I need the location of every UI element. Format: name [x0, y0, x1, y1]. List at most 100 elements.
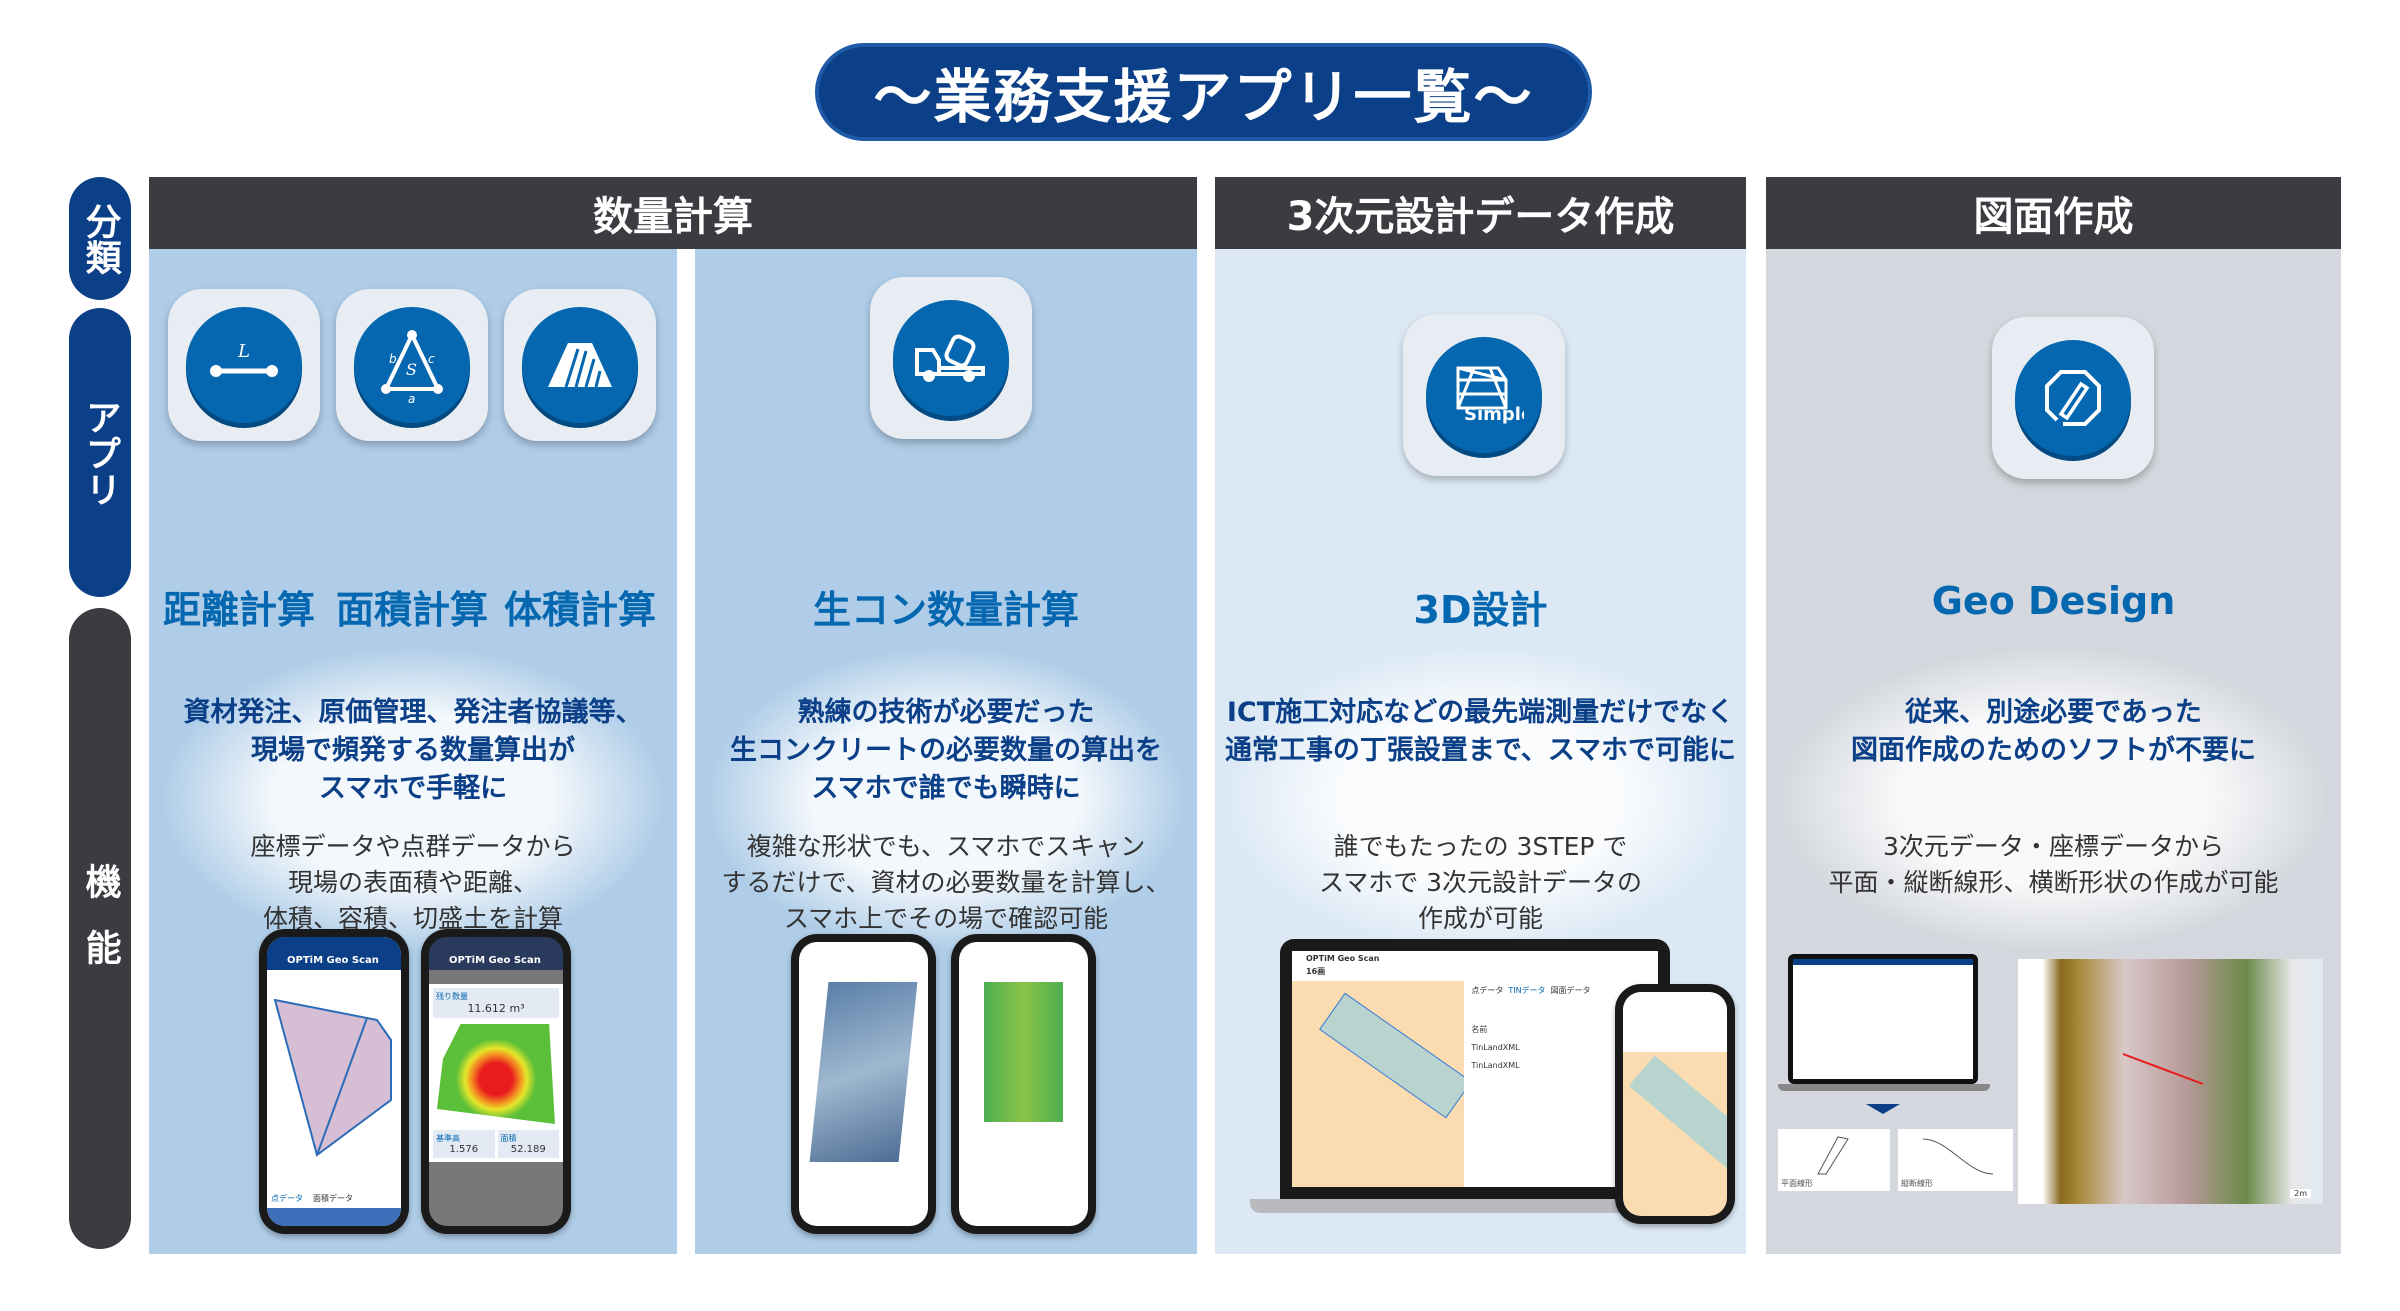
phone-screenshot-area: OPTiM Geo Scan 点データ 面積データ: [259, 929, 409, 1234]
panel-geo-design: Geo Design 従来、別途必要であった図面作成のためのソフトが不要に 3次…: [1766, 249, 2341, 1254]
unit: m³: [509, 1002, 525, 1015]
feature-description: 複雑な形状でも、スマホでスキャンするだけで、資材の必要数量を計算し、スマホ上でそ…: [695, 829, 1197, 937]
laptop-base: [1250, 1199, 1700, 1213]
profile-alignment-image: 縦断線形: [1898, 1129, 2013, 1191]
arrow-down-icon: [1866, 1104, 1900, 1114]
line: スマホで手軽に: [318, 773, 508, 804]
laptop-screenshot: [1788, 954, 1978, 1084]
column-3d-design: 3次元設計データ作成 Simple 3D設計 ICT施工対応などの最先端測量だけ…: [1215, 177, 1746, 1254]
tab[interactable]: 点データ: [1471, 986, 1504, 995]
panel-3d-design: Simple 3D設計 ICT施工対応などの最先端測量だけでなく通常工事の丁張設…: [1215, 249, 1746, 1254]
function-label-text: 機能: [79, 862, 121, 995]
column-header: 図面作成: [1766, 177, 2341, 249]
line: するだけで、資材の必要数量を計算し、: [721, 868, 1171, 897]
line: スマホで 3次元設計データの: [1318, 868, 1643, 897]
distance-icon: L: [210, 341, 278, 377]
line: 平面・縦断線形、横断形状の作成が可能: [1828, 868, 2279, 897]
line: 作成が可能: [1417, 904, 1543, 933]
laptop-base: [1778, 1084, 1990, 1091]
label: 面積: [500, 1134, 517, 1143]
project-name: 16画: [1306, 967, 1326, 976]
feature-headline: ICT施工対応などの最先端測量だけでなく通常工事の丁張設置まで、スマホで可能に: [1215, 694, 1746, 770]
feature-headline: 従来、別途必要であった図面作成のためのソフトが不要に: [1766, 694, 2341, 770]
panel-concrete-app: 生コン数量計算 熟練の技術が必要だった生コンクリートの必要数量の算出をスマホで誰…: [695, 249, 1197, 1254]
tab[interactable]: 点データ: [271, 1194, 303, 1203]
pencil-octagon-icon: [2045, 370, 2101, 426]
list-item[interactable]: TinLandXML: [1471, 1043, 1520, 1052]
tab[interactable]: TINデータ: [1508, 986, 1546, 995]
list-item[interactable]: TinLandXML: [1471, 1061, 1520, 1070]
app-name-volume: 体積計算: [503, 588, 656, 632]
point-cloud-map[interactable]: 2m: [2018, 959, 2323, 1204]
feature-description: 座標データや点群データから現場の表面積や距離、体積、容積、切盛土を計算: [149, 829, 677, 937]
app-name-area: 面積計算: [335, 588, 488, 632]
svg-text:b: b: [389, 352, 397, 366]
tab[interactable]: 図面データ: [1550, 986, 1591, 995]
app-name-geo-design: Geo Design: [1931, 579, 2176, 623]
3d-simple-icon: Simple: [1456, 366, 1524, 425]
line: スマホで誰でも瞬時に: [811, 773, 1081, 804]
app-icon-concrete[interactable]: [870, 277, 1032, 439]
feature-headline: 熟練の技術が必要だった生コンクリートの必要数量の算出をスマホで誰でも瞬時に: [695, 694, 1197, 808]
icon-text: Simple: [1464, 404, 1524, 425]
line: 図面作成のためのソフトが不要に: [1851, 735, 2256, 766]
app-label-text: アプリ: [79, 398, 121, 507]
svg-text:S: S: [406, 360, 417, 379]
app-icon-geo-design[interactable]: [1992, 317, 2154, 479]
line: 資材発注、原価管理、発注者協議等、: [183, 697, 643, 728]
line: 3次元データ・座標データから: [1883, 832, 2224, 861]
area-map: [273, 998, 392, 1157]
line: 現場の表面積や距離、: [287, 868, 538, 897]
list-header: 名前: [1471, 1025, 1488, 1034]
app-icon-3d-design[interactable]: Simple: [1403, 314, 1565, 476]
category-label: 分類: [69, 177, 131, 300]
page-title: 〜業務支援アプリ一覧〜: [815, 43, 1592, 141]
app-name-3d-design: 3D設計: [1413, 588, 1548, 632]
function-label: 機能: [69, 608, 131, 1249]
column-header: 3次元設計データ作成: [1215, 177, 1746, 249]
line: 生コンクリートの必要数量の算出を: [730, 735, 1162, 766]
category-label-text: 分類: [79, 202, 121, 275]
app-icon-distance[interactable]: L: [168, 289, 320, 441]
plan-label: 平面線形: [1781, 1179, 1813, 1188]
line: 熟練の技術が必要だった: [797, 697, 1095, 728]
svg-text:a: a: [408, 392, 415, 405]
line: 誰でもたったの 3STEP で: [1333, 832, 1628, 861]
line: ICT施工対応などの最先端測量だけでなく: [1226, 697, 1735, 728]
laptop-screenshot: OPTiM Geo Scan 16画 点データ TINデータ図面データ 名前 Tin…: [1280, 939, 1670, 1199]
line: 複雑な形状でも、スマホでスキャン: [746, 832, 1146, 861]
phone-screenshot-scan: [791, 934, 936, 1234]
phone-screenshot-3d: [1615, 984, 1735, 1224]
app-label: アプリ: [69, 308, 131, 597]
feature-description: 3次元データ・座標データから平面・縦断線形、横断形状の作成が可能: [1766, 829, 2341, 901]
app-icon-volume[interactable]: [504, 289, 656, 441]
svg-text:L: L: [237, 341, 250, 362]
plan-alignment-image: 平面線形: [1778, 1129, 1890, 1191]
svg-text:c: c: [428, 352, 435, 366]
map-scale: 2m: [2290, 1189, 2311, 1198]
volume-icon: [548, 343, 612, 388]
app-name-concrete: 生コン数量計算: [812, 588, 1079, 632]
app-title: OPTiM Geo Scan: [429, 937, 563, 970]
profile-label: 縦断線形: [1901, 1179, 1933, 1188]
tab[interactable]: 面積データ: [313, 1194, 353, 1203]
app-title: OPTiM Geo Scan: [1306, 954, 1380, 963]
area-triangle-icon: Sb c a: [381, 330, 443, 405]
app-name-distance: 距離計算: [162, 588, 315, 632]
line: スマホ上でその場で確認可能: [783, 904, 1109, 933]
line: 従来、別途必要であった: [1905, 697, 2202, 728]
volume-value: 11.612: [467, 1002, 506, 1015]
label: 基準高: [436, 1134, 460, 1143]
phone-screenshot-result: [951, 934, 1096, 1234]
area-value: 52.189: [510, 1144, 546, 1155]
feature-headline: 資材発注、原価管理、発注者協議等、現場で頻発する数量算出がスマホで手軽に: [149, 694, 677, 808]
app-title: OPTiM Geo Scan: [267, 937, 401, 970]
line: 通常工事の丁張設置まで、スマホで可能に: [1224, 735, 1737, 766]
feature-description: 誰でもたったの 3STEP でスマホで 3次元設計データの作成が可能: [1215, 829, 1746, 937]
column-drawing: 図面作成 Geo Design 従来、別途必要であった図面作成のためのソフトが不…: [1766, 177, 2341, 1254]
concrete-mixer-truck-icon: [915, 334, 985, 382]
